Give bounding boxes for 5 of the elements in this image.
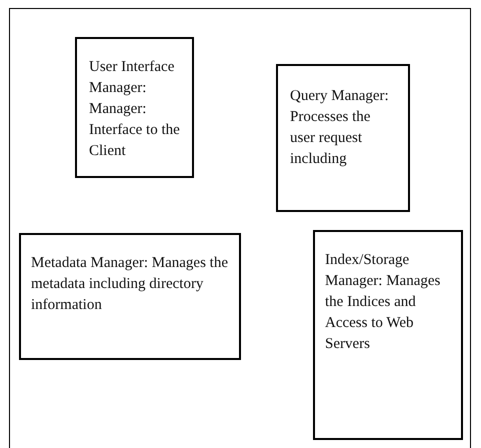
component-box: Metadata Manager: Manages the metadata including directory information bbox=[19, 233, 241, 360]
component-box: Query Manager: Processes the user request including bbox=[276, 64, 410, 212]
outer-frame bbox=[9, 8, 471, 448]
component-box: Index/Storage Manager: Manages the Indices and Access to Web Servers bbox=[313, 230, 463, 440]
component-box: User Interface Manager: Manager: Interface to the Client bbox=[75, 37, 194, 178]
